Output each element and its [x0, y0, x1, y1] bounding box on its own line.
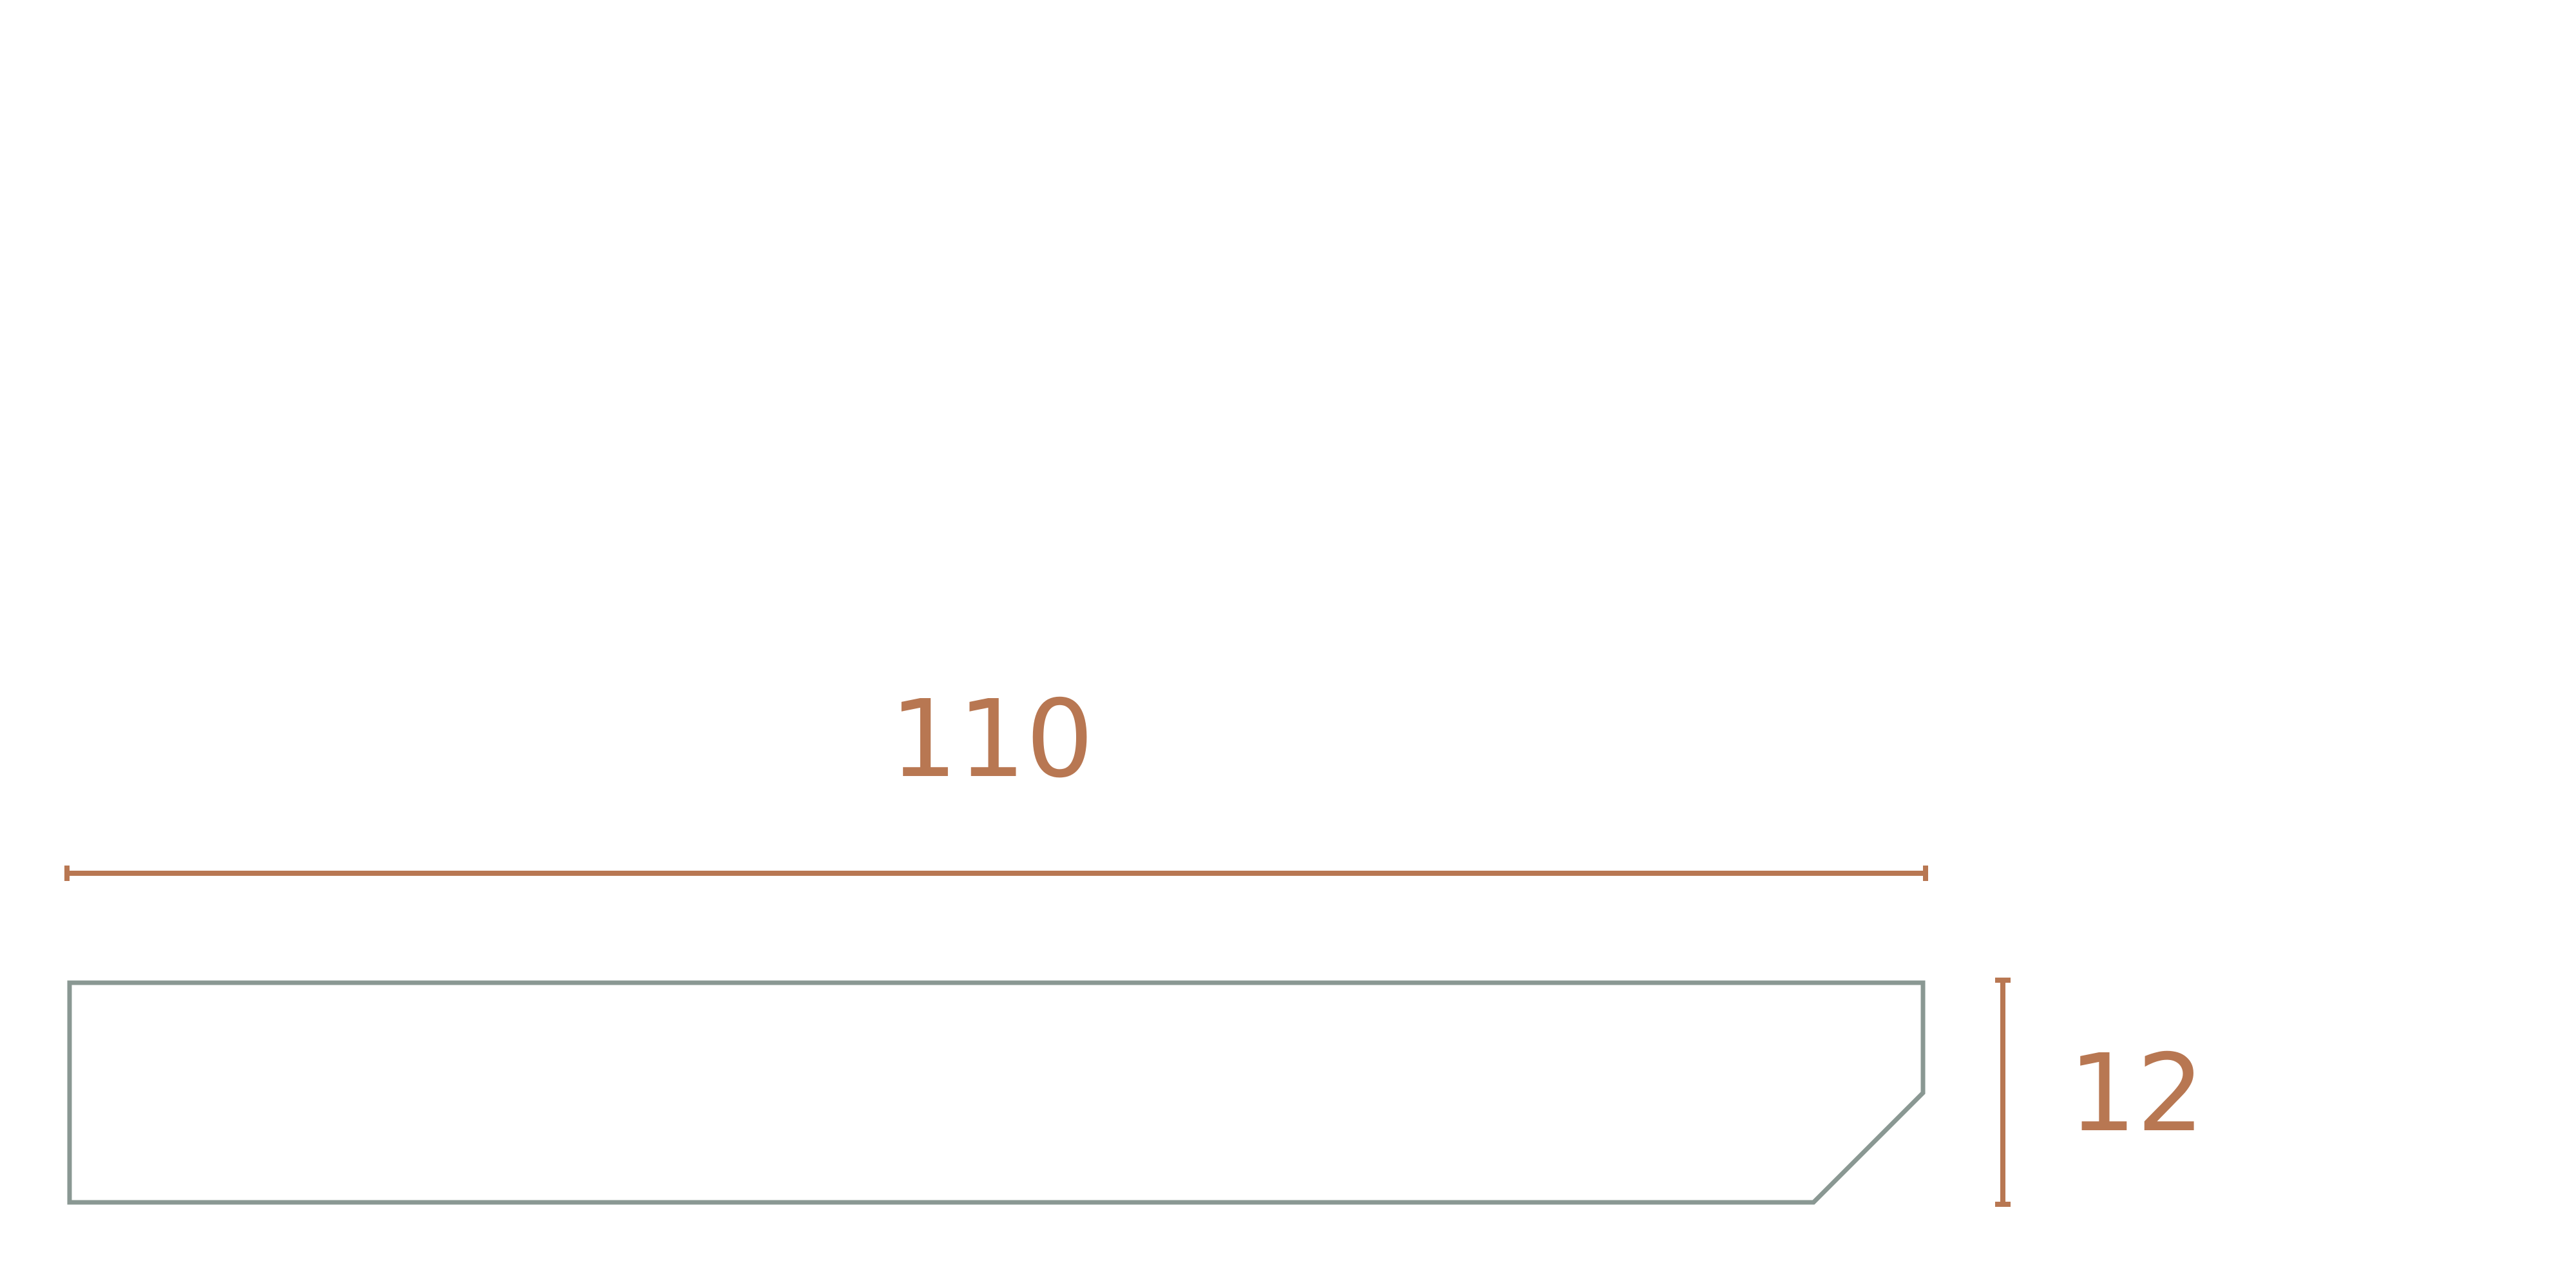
- width-dimension-label: 110: [890, 677, 1094, 802]
- height-dimension: 12: [1995, 978, 2204, 1207]
- width-dimension: 110: [64, 677, 1928, 881]
- board-profile-outline: [67, 980, 1926, 1205]
- height-dimension-label: 12: [2069, 1032, 2204, 1156]
